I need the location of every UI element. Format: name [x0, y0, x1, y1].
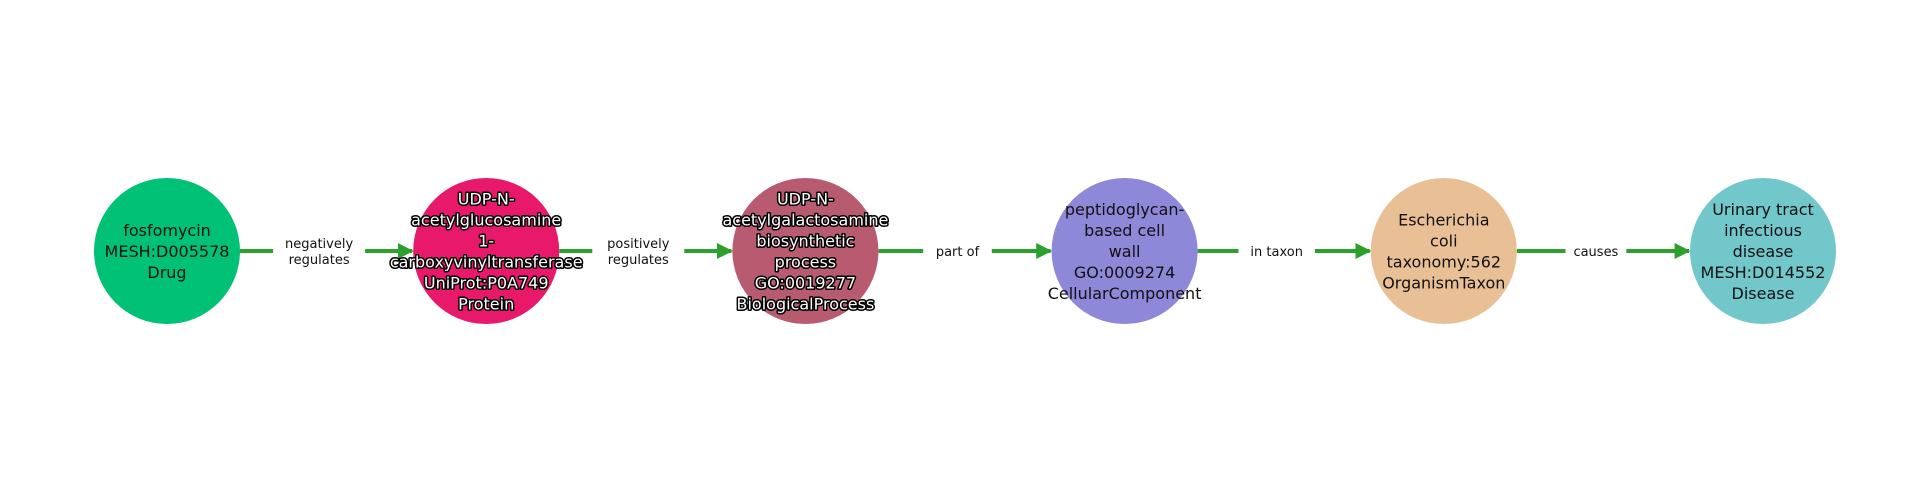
node-circle[interactable] — [94, 178, 240, 324]
node-biologicalprocess[interactable]: UDP-N-acetylgalactosamine biosynthetic pro… — [721, 178, 890, 324]
node-circle[interactable] — [732, 178, 879, 324]
edge-label-background — [1565, 240, 1627, 262]
node-label-line: Escherichia — [1398, 211, 1489, 230]
edge-label-line: negatively — [285, 237, 353, 252]
node-label-line: GO:0019277 — [755, 274, 856, 293]
edge-label-background — [923, 240, 992, 262]
node-label-line: GO:0009274 — [1074, 263, 1175, 282]
edge-label-line: regulates — [289, 253, 350, 268]
node-circle[interactable] — [1370, 178, 1517, 324]
node-label-line: Disease — [1732, 284, 1795, 303]
node-label-line: disease — [1733, 242, 1794, 261]
node-label-line: acetylglucosamine — [411, 211, 561, 230]
node-label-line: carboxyvinyltransferase — [390, 253, 583, 272]
node-label-line: UDP-N- — [777, 190, 834, 209]
node-circle[interactable] — [413, 178, 560, 324]
edge-labels-layer: negativelyregulatespositivelyregulatespa… — [273, 232, 1627, 270]
node-label-line: Drug — [147, 263, 186, 282]
node-cellularcomponent[interactable]: peptidoglycan-based cell wallGO:0009274Ce… — [1048, 178, 1202, 324]
edge-label-line: positively — [607, 237, 670, 252]
edge-label-background — [1238, 240, 1315, 262]
edge-label: part of — [923, 240, 992, 262]
node-label-line: wall — [1109, 242, 1141, 261]
node-label-line: 1- — [478, 232, 494, 251]
node-label-line: Urinary tract — [1712, 200, 1814, 219]
node-label-line: MESH:D014552 — [1701, 263, 1826, 282]
node-label-line: acetylgalactosamine — [722, 211, 888, 230]
node-label-line: CellularComponent — [1048, 284, 1202, 303]
node-label-line: Protein — [458, 295, 514, 314]
node-protein[interactable]: UDP-N-acetylglucosamine 1- carboxyvinyltra… — [388, 178, 584, 324]
edge-label-line: in taxon — [1250, 245, 1303, 260]
node-label-line: BiologicalProcess — [737, 295, 875, 314]
edge-label-background — [273, 232, 366, 270]
edge-label-line: causes — [1573, 245, 1618, 260]
edge-label: in taxon — [1238, 240, 1315, 262]
node-label-line: UDP-N- — [458, 190, 515, 209]
node-label-line: based cell — [1084, 221, 1165, 240]
edge-label-line: part of — [936, 245, 980, 260]
edge-label-line: regulates — [608, 253, 669, 268]
node-circle[interactable] — [1051, 178, 1198, 324]
node-disease[interactable]: Urinary tract infectious diseaseMESH:D0145… — [1690, 178, 1836, 324]
node-label-line: fosfomycin — [123, 221, 211, 240]
node-label-line: peptidoglycan- — [1065, 200, 1184, 219]
node-label-line: UniProt:P0A749 — [424, 274, 549, 293]
node-label-line: biosynthetic — [756, 232, 854, 251]
node-circle[interactable] — [1690, 178, 1836, 324]
node-label-line: coli — [1430, 232, 1457, 251]
node-label-line: taxonomy:562 — [1387, 253, 1502, 272]
node-label-line: MESH:D005578 — [105, 242, 230, 261]
edge-label: causes — [1565, 240, 1627, 262]
edge-label-background — [592, 232, 685, 270]
node-label-line: process — [775, 253, 836, 272]
node-label-line: OrganismTaxon — [1382, 274, 1505, 293]
node-label-line: infectious — [1724, 221, 1802, 240]
